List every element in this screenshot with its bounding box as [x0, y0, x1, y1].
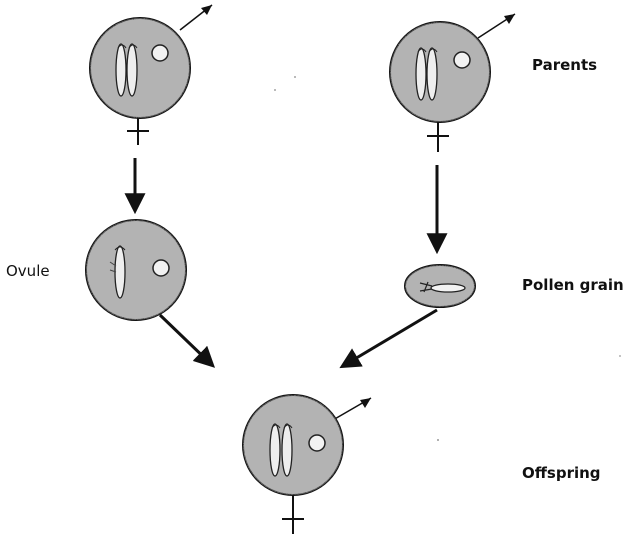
male-parent-cell	[390, 14, 515, 152]
small-chromosome	[309, 435, 325, 451]
offspring-cell	[243, 395, 371, 534]
venus-cross-icon	[282, 495, 304, 534]
speck	[619, 355, 621, 357]
speck	[437, 439, 439, 441]
label-pollen-grain: Pollen grain	[522, 276, 624, 294]
arrow-ovule-to-offspring	[160, 315, 212, 365]
label-parents: Parents	[532, 56, 597, 74]
male-symbol-arrowhead	[201, 5, 212, 15]
label-ovule: Ovule	[6, 262, 50, 280]
arrow-pollen-to-offspring	[343, 310, 437, 366]
ovule-cell	[86, 220, 186, 320]
speck	[274, 89, 276, 91]
small-chromosome	[152, 45, 168, 61]
venus-cross-icon	[127, 118, 149, 145]
venus-cross-icon	[427, 122, 449, 152]
male-symbol-arrowhead	[504, 14, 515, 24]
small-chromosome	[454, 52, 470, 68]
speck	[294, 76, 296, 78]
pollen-grain-cell	[405, 265, 475, 307]
female-parent-cell	[90, 5, 212, 145]
label-offspring: Offspring	[522, 464, 601, 482]
small-chromosome	[153, 260, 169, 276]
